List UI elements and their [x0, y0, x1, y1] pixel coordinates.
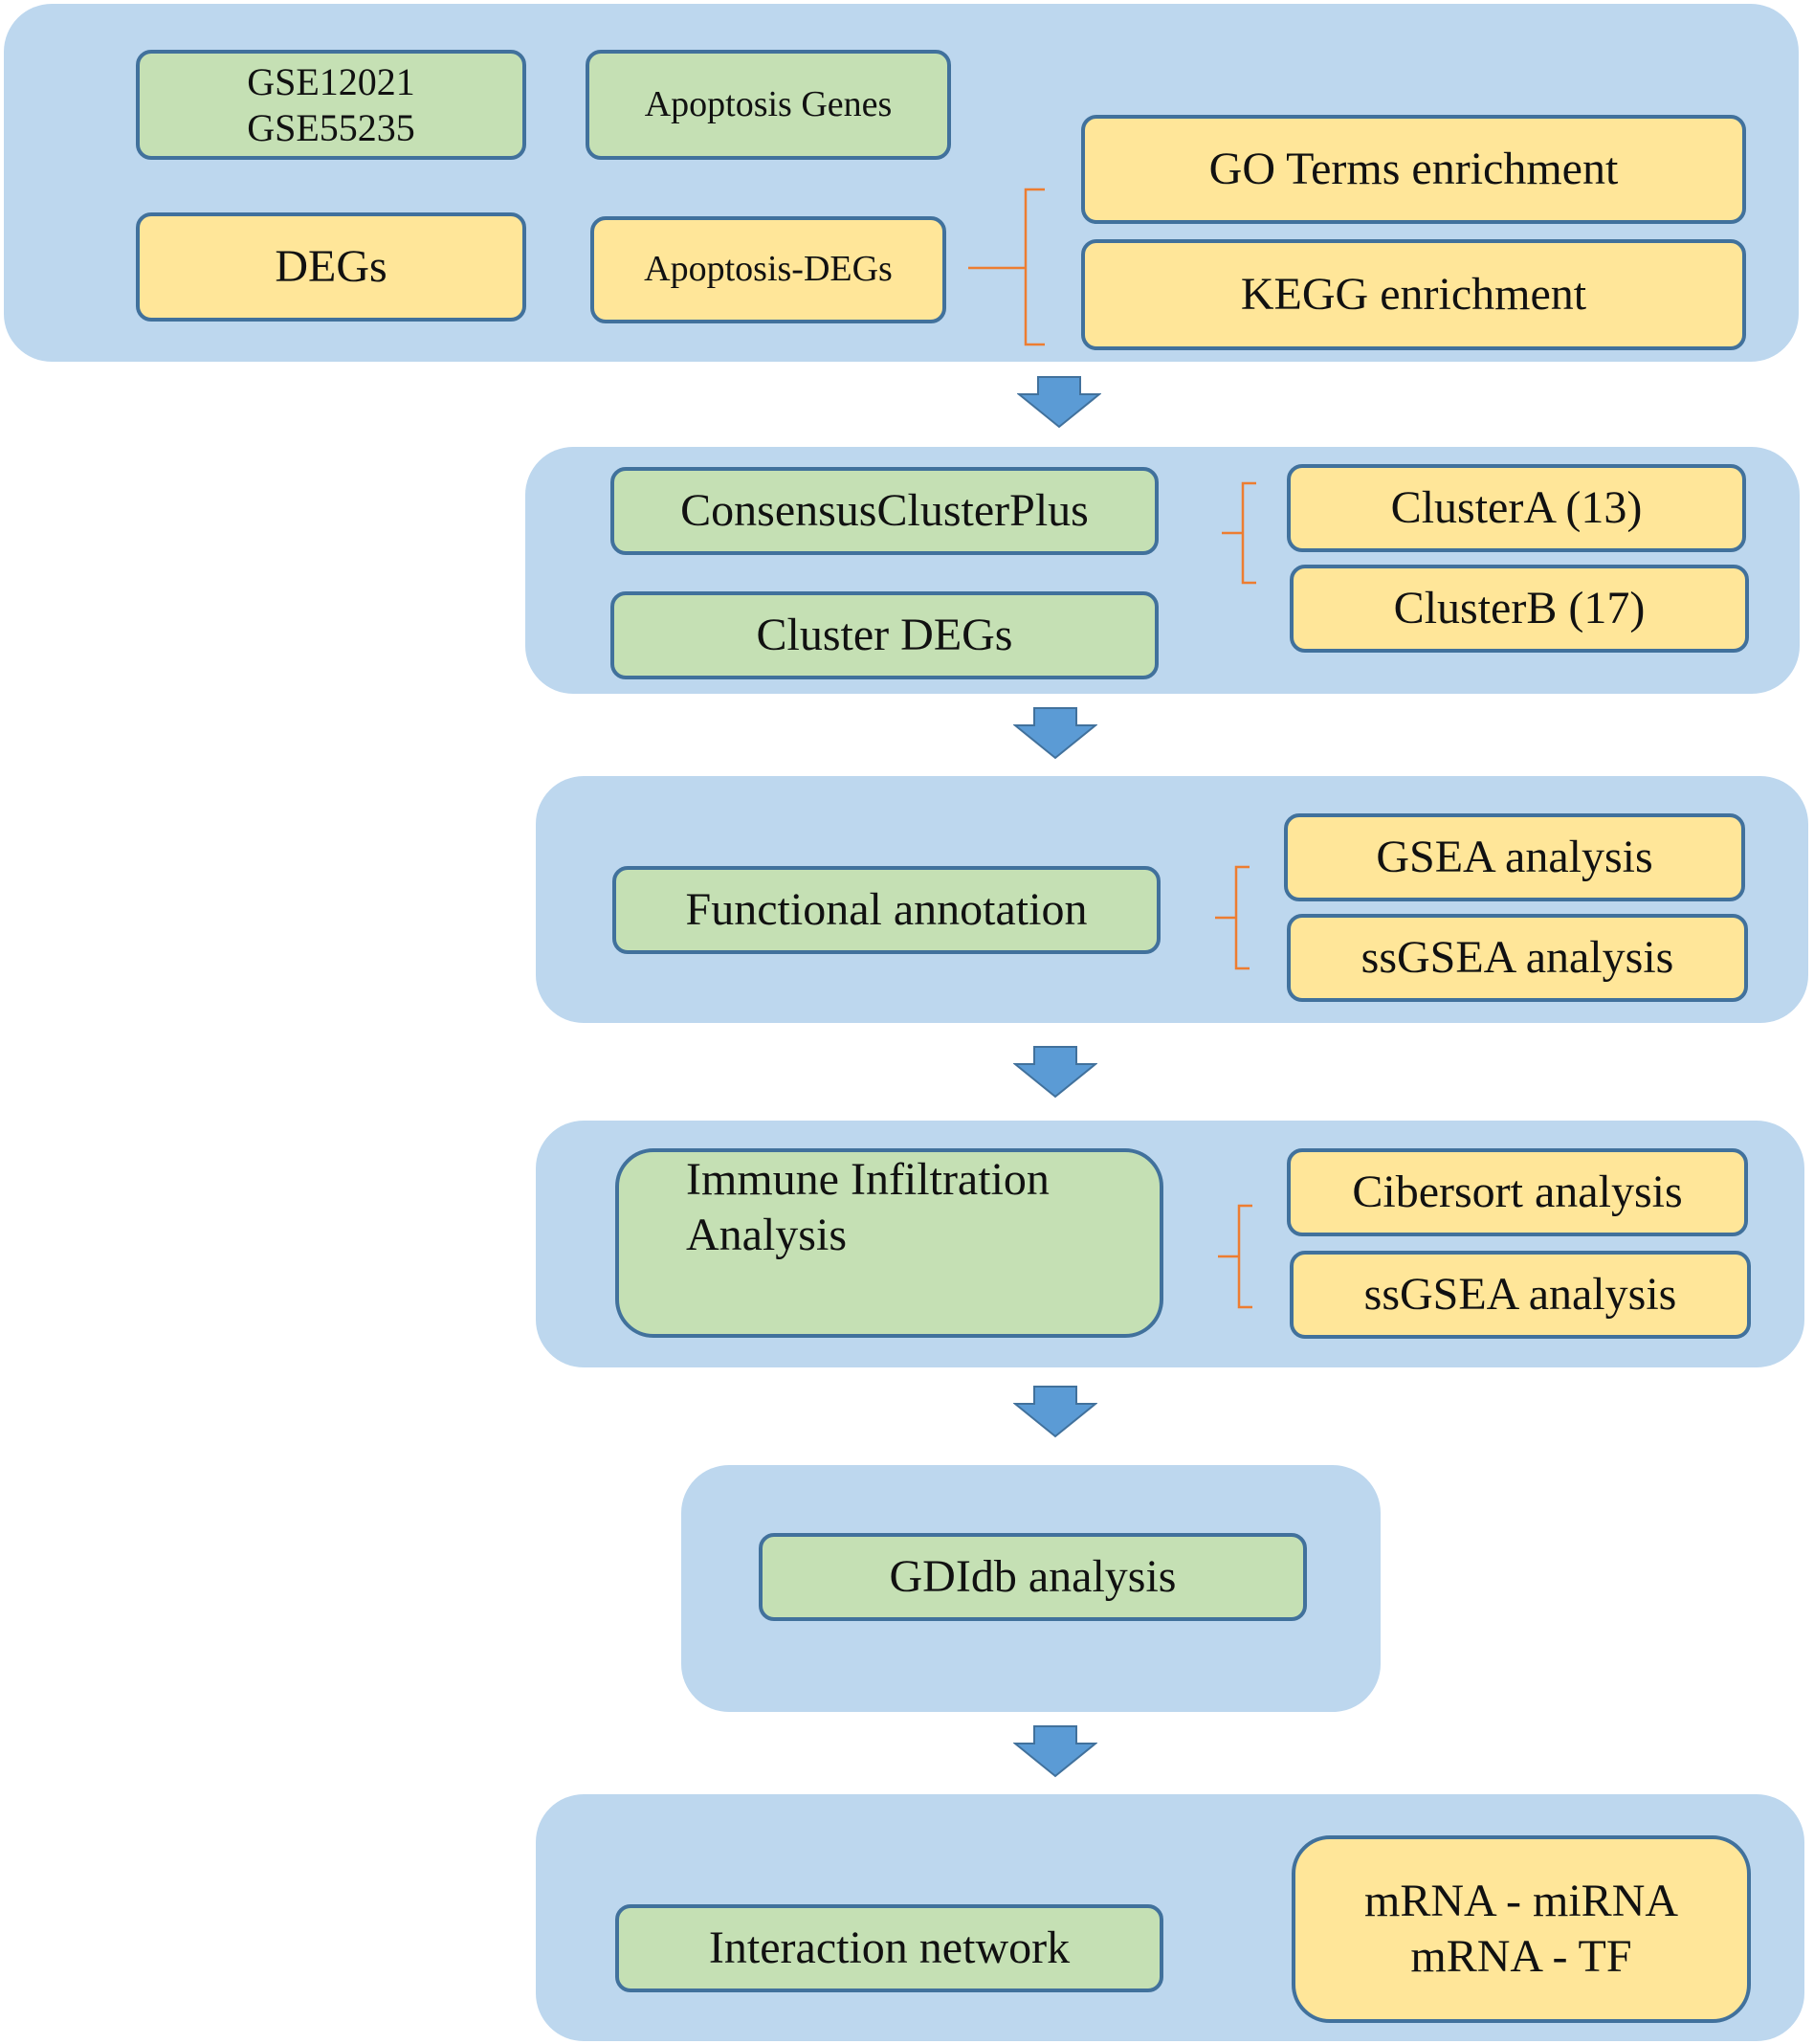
cluster-degs-box: Cluster DEGs: [610, 591, 1159, 679]
dataset-box: GSE12021 GSE55235: [136, 50, 526, 160]
immune-infiltration-box: Immune Infiltration Analysis: [615, 1148, 1163, 1338]
consensus-cluster-label: ConsensusClusterPlus: [680, 485, 1089, 537]
stage1-brace: [968, 188, 1045, 346]
functional-annotation-box: Functional annotation: [612, 866, 1161, 954]
dataset-gse12021: GSE12021: [247, 59, 415, 103]
gsea-analysis-box: GSEA analysis: [1284, 813, 1745, 901]
interaction-network-box: Interaction network: [615, 1904, 1163, 1992]
apoptosis-degs-box: Apoptosis-DEGs: [590, 216, 946, 323]
down-arrow-icon: [1013, 1046, 1097, 1099]
ssgsea-analysis-box: ssGSEA analysis: [1287, 914, 1748, 1002]
cluster-degs-label: Cluster DEGs: [756, 610, 1013, 661]
down-arrow-icon: [1017, 376, 1101, 429]
degs-label: DEGs: [275, 241, 387, 293]
kegg-enrichment-box: KEGG enrichment: [1081, 239, 1746, 350]
degs-box: DEGs: [136, 212, 526, 322]
apoptosis-genes-label: Apoptosis Genes: [644, 83, 893, 124]
ssgsea-immune-box: ssGSEA analysis: [1290, 1251, 1751, 1339]
functional-annotation-label: Functional annotation: [685, 884, 1088, 936]
go-enrichment-box: GO Terms enrichment: [1081, 115, 1746, 224]
gdidb-analysis-label: GDIdb analysis: [889, 1551, 1177, 1603]
consensus-cluster-box: ConsensusClusterPlus: [610, 467, 1159, 555]
stage2-brace: [1222, 481, 1256, 585]
down-arrow-icon: [1013, 1725, 1097, 1778]
down-arrow-icon: [1013, 707, 1097, 760]
stage4-brace: [1218, 1204, 1252, 1309]
cibersort-analysis-box: Cibersort analysis: [1287, 1148, 1748, 1236]
cluster-a-label: ClusterA (13): [1390, 482, 1643, 534]
interaction-network-label: Interaction network: [708, 1922, 1071, 1974]
stage3-brace: [1215, 865, 1250, 970]
down-arrow-icon: [1013, 1386, 1097, 1438]
mrna-tf-label: mRNA - TF: [1410, 1931, 1632, 1982]
kegg-enrichment-label: KEGG enrichment: [1240, 269, 1587, 321]
gdidb-analysis-box: GDIdb analysis: [759, 1533, 1307, 1621]
dataset-gse55235: GSE55235: [247, 105, 415, 149]
cibersort-analysis-label: Cibersort analysis: [1352, 1166, 1683, 1218]
gsea-analysis-label: GSEA analysis: [1376, 832, 1653, 883]
mrna-regulation-box: mRNA - miRNA mRNA - TF: [1292, 1835, 1751, 2023]
immune-infiltration-line1: Immune Infiltration: [686, 1154, 1050, 1205]
mrna-mirna-label: mRNA - miRNA: [1363, 1876, 1679, 1927]
apoptosis-genes-box: Apoptosis Genes: [586, 50, 951, 160]
immune-infiltration-line2: Analysis: [686, 1209, 847, 1260]
go-enrichment-label: GO Terms enrichment: [1208, 144, 1619, 195]
cluster-b-box: ClusterB (17): [1290, 565, 1749, 653]
cluster-a-box: ClusterA (13): [1287, 464, 1746, 552]
apoptosis-degs-label: Apoptosis-DEGs: [644, 249, 893, 290]
cluster-b-label: ClusterB (17): [1393, 583, 1646, 634]
ssgsea-immune-label: ssGSEA analysis: [1363, 1269, 1677, 1321]
ssgsea-analysis-label: ssGSEA analysis: [1360, 932, 1674, 984]
